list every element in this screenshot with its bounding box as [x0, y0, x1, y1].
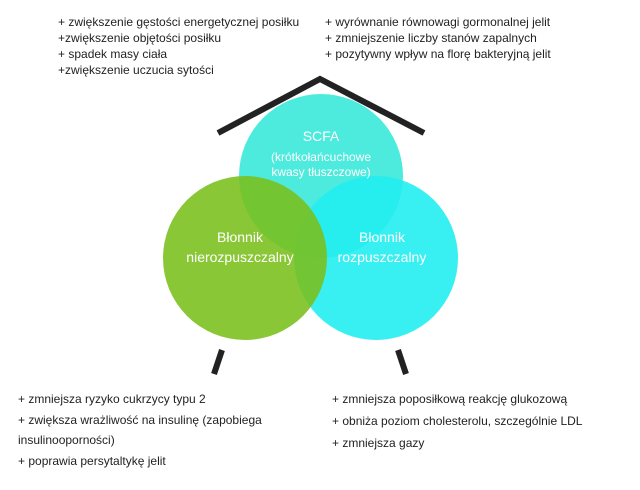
soluble-fiber-label-line2: rozpuszczalny [338, 249, 427, 265]
soluble-fiber-label-line1: Błonnik [359, 229, 406, 245]
right-leg-line [395, 349, 409, 375]
scfa-subtitle-line2: kwasy tłuszczowe) [271, 165, 370, 179]
list-item: +zwiększenie objętości posiłku [58, 31, 222, 45]
list-item: + zwiększenie gęstości energetycznej pos… [58, 15, 300, 29]
soluble-fiber-circle [294, 176, 458, 340]
scfa-benefits-left-list: + zwiększenie gęstości energetycznej pos… [58, 14, 299, 78]
insoluble-fiber-circle [163, 176, 327, 340]
scfa-benefits-right-list: + wyrównanie równowagi gormonalnej jelit… [325, 14, 551, 62]
list-item: + obniża poziom cholesterolu, szczególni… [332, 414, 583, 428]
list-item: + poprawia persytaltykę jelit [18, 454, 166, 468]
roof-line [216, 75, 426, 136]
soluble-fiber-benefits-list: + zmniejsza poposiłkową reakcję glukozow… [332, 388, 582, 454]
scfa-subtitle-line1: (krótkołańcuchowe [271, 150, 371, 164]
insoluble-fiber-label-line1: Błonnik [217, 229, 264, 245]
list-item: + spadek masy ciała [58, 47, 168, 61]
list-item: + zmniejsza poposiłkową reakcję glukozow… [332, 392, 568, 406]
scfa-title: SCFA [303, 128, 340, 144]
insoluble-fiber-label-line2: nierozpuszczalny [186, 249, 293, 265]
list-item: + zmniejsza ryzyko cukrzycy typu 2 [18, 392, 206, 406]
list-item: + zmniejsza gazy [332, 436, 425, 450]
list-item: +zwiększenie uczucia sytości [58, 63, 214, 77]
list-item: + pozytywny wpływ na florę bakteryjną je… [325, 47, 551, 61]
list-item: + zmniejszenie liczby stanów zapalnych [325, 31, 537, 45]
left-leg-line [211, 349, 225, 375]
list-item: + wyrównanie równowagi gormonalnej jelit [325, 15, 551, 29]
list-item: + zwiększa wrażliwość na insulinę (zapob… [18, 413, 262, 447]
insoluble-fiber-benefits-list: + zmniejsza ryzyko cukrzycy typu 2 + zwi… [18, 388, 338, 472]
